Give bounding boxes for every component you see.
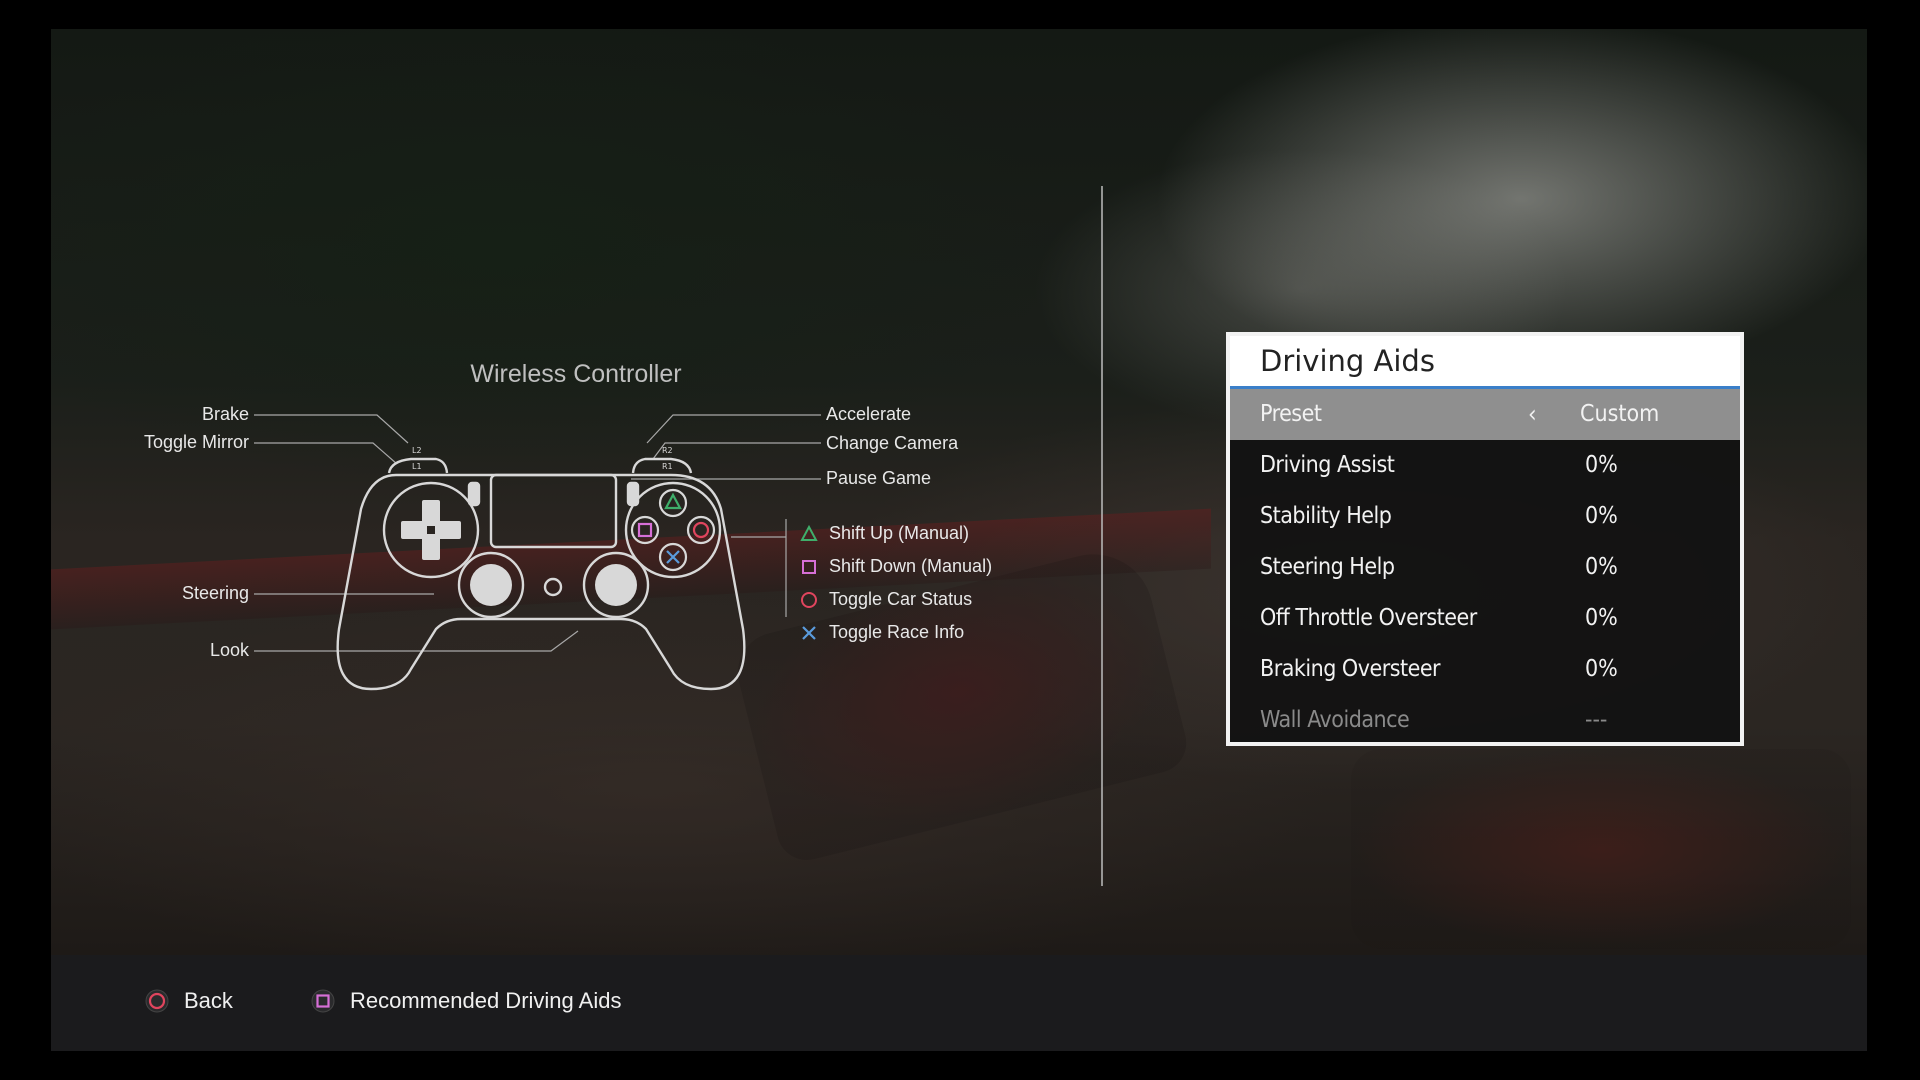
look-label: Look bbox=[209, 640, 249, 660]
driving-aids-header: Driving Aids bbox=[1230, 336, 1740, 389]
bumper-labels: L2 L1 R2 R1 bbox=[412, 446, 673, 471]
toggle-car-status-label: Toggle Car Status bbox=[829, 589, 973, 609]
svg-text:R2: R2 bbox=[662, 446, 673, 455]
mirror-callout-line bbox=[254, 442, 398, 465]
accelerate-callout-line bbox=[646, 414, 821, 444]
off-throttle-oversteer-label: Off Throttle Oversteer bbox=[1260, 605, 1477, 631]
recommended-driving-aids-label: Recommended Driving Aids bbox=[350, 988, 622, 1013]
cross-icon bbox=[802, 625, 816, 640]
controller-diagram: L2 L1 R2 R1 bbox=[254, 414, 821, 691]
driving-assist-row[interactable]: Driving Assist 0% bbox=[1230, 440, 1740, 491]
stability-help-value: 0% bbox=[1585, 503, 1618, 529]
wall-avoidance-row: Wall Avoidance --- bbox=[1230, 695, 1740, 746]
brake-callout-line bbox=[254, 414, 409, 444]
brake-label: Brake bbox=[201, 404, 249, 424]
race-car-image-2 bbox=[1351, 749, 1851, 949]
game-screen: Wireless Controller bbox=[51, 29, 1867, 1051]
look-callout-line bbox=[254, 630, 579, 652]
svg-text:R1: R1 bbox=[662, 462, 673, 471]
footer-bar: Back Recommended Driving Aids bbox=[51, 955, 1867, 1051]
stability-help-label: Stability Help bbox=[1260, 503, 1392, 529]
back-label: Back bbox=[184, 988, 233, 1013]
toggle-car-status-row: Toggle Car Status bbox=[799, 589, 972, 610]
callout-lines bbox=[254, 414, 821, 652]
accelerate-label: Accelerate bbox=[826, 404, 912, 424]
off-throttle-oversteer-value: 0% bbox=[1585, 605, 1618, 631]
braking-oversteer-row[interactable]: Braking Oversteer 0% bbox=[1230, 644, 1740, 695]
preset-row[interactable]: Preset ‹ Custom bbox=[1230, 389, 1740, 440]
toggle-mirror-label: Toggle Mirror bbox=[143, 432, 249, 452]
driving-aids-title: Driving Aids bbox=[1260, 344, 1435, 378]
camera-callout-line bbox=[652, 442, 821, 460]
controller-face-buttons bbox=[630, 488, 716, 572]
circle-icon bbox=[801, 591, 817, 608]
section-divider bbox=[1101, 186, 1103, 886]
stability-help-row[interactable]: Stability Help 0% bbox=[1230, 491, 1740, 542]
shift-down-label: Shift Down (Manual) bbox=[829, 556, 993, 576]
toggle-race-info-row: Toggle Race Info bbox=[799, 622, 964, 643]
driving-assist-label: Driving Assist bbox=[1260, 452, 1395, 478]
back-hint[interactable]: Back bbox=[144, 988, 233, 1014]
steering-help-value: 0% bbox=[1585, 554, 1618, 580]
change-camera-label: Change Camera bbox=[826, 433, 959, 453]
triangle-icon bbox=[800, 524, 818, 541]
steering-help-label: Steering Help bbox=[1260, 554, 1395, 580]
shift-up-label: Shift Up (Manual) bbox=[829, 523, 970, 543]
chevron-left-icon[interactable]: ‹ bbox=[1528, 400, 1537, 428]
controller-outline bbox=[336, 457, 746, 691]
wall-avoidance-value: --- bbox=[1585, 707, 1608, 733]
preset-value: Custom bbox=[1580, 401, 1660, 427]
controller-title: Wireless Controller bbox=[470, 360, 682, 388]
controller-fills bbox=[401, 500, 637, 606]
braking-oversteer-label: Braking Oversteer bbox=[1260, 656, 1441, 682]
steering-help-row[interactable]: Steering Help 0% bbox=[1230, 542, 1740, 593]
pause-game-label: Pause Game bbox=[826, 468, 932, 488]
recommended-driving-aids-hint[interactable]: Recommended Driving Aids bbox=[310, 988, 621, 1014]
wall-avoidance-label: Wall Avoidance bbox=[1260, 707, 1410, 733]
preset-label: Preset bbox=[1260, 401, 1322, 427]
driving-assist-value: 0% bbox=[1585, 452, 1618, 478]
shift-up-row: Shift Up (Manual) bbox=[799, 523, 969, 544]
braking-oversteer-value: 0% bbox=[1585, 656, 1618, 682]
svg-text:L2: L2 bbox=[412, 446, 422, 455]
driving-aids-panel: Driving Aids Preset ‹ Custom Driving Ass… bbox=[1226, 332, 1744, 746]
off-throttle-oversteer-row[interactable]: Off Throttle Oversteer 0% bbox=[1230, 593, 1740, 644]
square-icon bbox=[802, 559, 816, 574]
square-icon bbox=[311, 989, 335, 1013]
circle-icon bbox=[145, 989, 169, 1013]
steering-label: Steering bbox=[181, 583, 249, 603]
shift-down-row: Shift Down (Manual) bbox=[799, 556, 992, 577]
svg-text:L1: L1 bbox=[412, 462, 422, 471]
toggle-race-info-label: Toggle Race Info bbox=[829, 622, 965, 642]
